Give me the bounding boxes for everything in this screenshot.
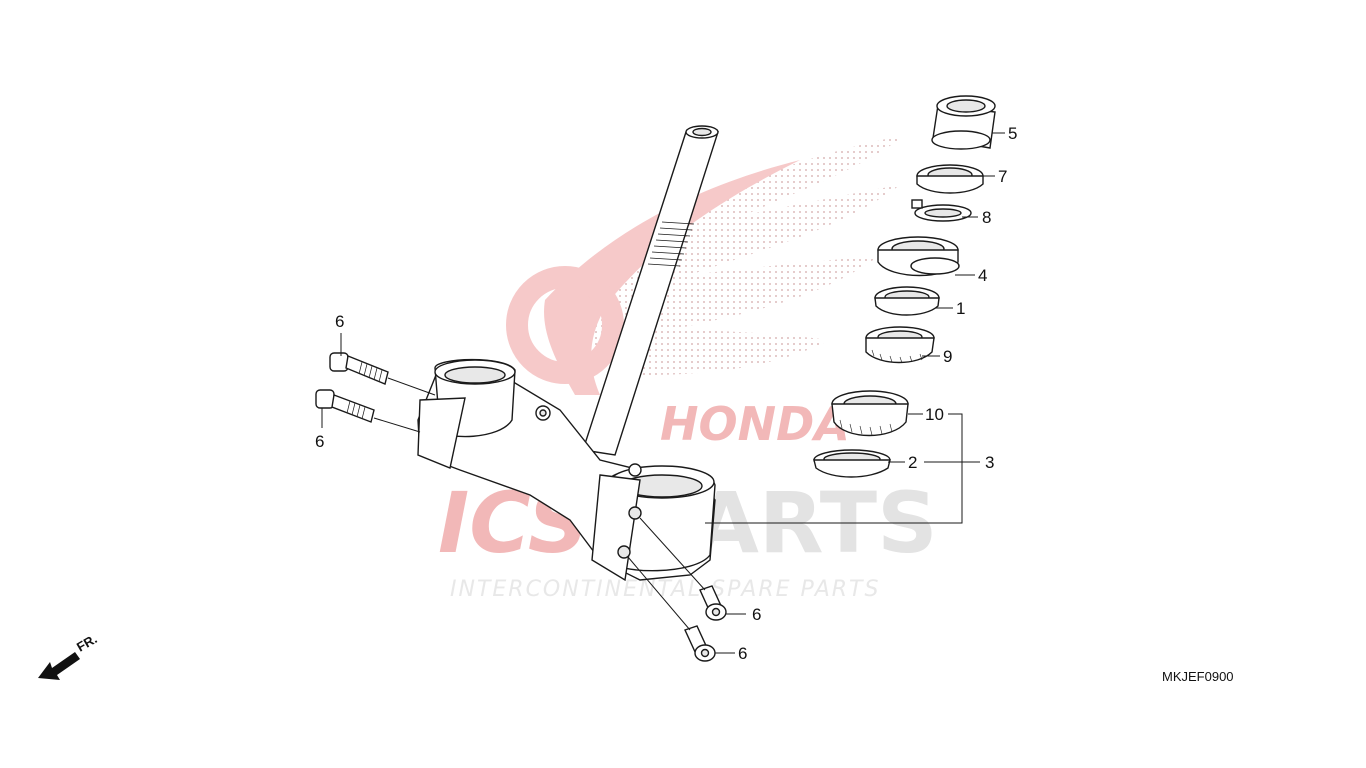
callout-4: 4 — [978, 266, 987, 285]
callout-5: 5 — [1008, 124, 1017, 143]
callout-labels: 5 7 8 4 1 9 10 2 3 6 6 6 6 — [315, 124, 1017, 663]
steering-stem — [417, 125, 719, 582]
callout-6-lower-right-2: 6 — [738, 644, 747, 663]
leader-lines — [321, 132, 1005, 654]
front-direction-indicator: FR. — [38, 631, 100, 680]
part-9-bearing — [865, 326, 935, 364]
bolt-middle-left — [315, 389, 375, 423]
part-10-bearing — [831, 390, 909, 437]
part-5-cap — [931, 95, 996, 150]
callout-3: 3 — [985, 453, 994, 472]
part-7-locknut — [916, 164, 984, 194]
callout-6-middle-left: 6 — [315, 432, 324, 451]
arrow-left-down-icon — [38, 652, 80, 680]
bolt-lower-right-1 — [699, 585, 727, 621]
diagram-code: MKJEF0900 — [1162, 669, 1234, 684]
front-label: FR. — [74, 631, 100, 654]
part-2-dust-seal — [813, 449, 891, 478]
callout-6-lower-right-1: 6 — [752, 605, 761, 624]
callout-8: 8 — [982, 208, 991, 227]
honda-watermark-text: HONDA — [660, 397, 850, 451]
part-1-dust-seal — [874, 286, 940, 316]
bolt-lower-right-2 — [684, 625, 716, 662]
callout-10: 10 — [925, 405, 944, 424]
part-8-lockwasher — [911, 199, 972, 222]
bolt-upper-left — [329, 352, 389, 385]
callout-7: 7 — [998, 167, 1007, 186]
callout-9: 9 — [943, 347, 952, 366]
tagline-watermark-text: INTERCONTINENTAL SPARE PARTS — [450, 577, 880, 602]
part-4-adjusting-nut — [877, 236, 960, 277]
callout-1: 1 — [956, 299, 965, 318]
callout-6-upper-left: 6 — [335, 312, 344, 331]
callout-2: 2 — [908, 453, 917, 472]
gear-icon — [506, 266, 624, 384]
